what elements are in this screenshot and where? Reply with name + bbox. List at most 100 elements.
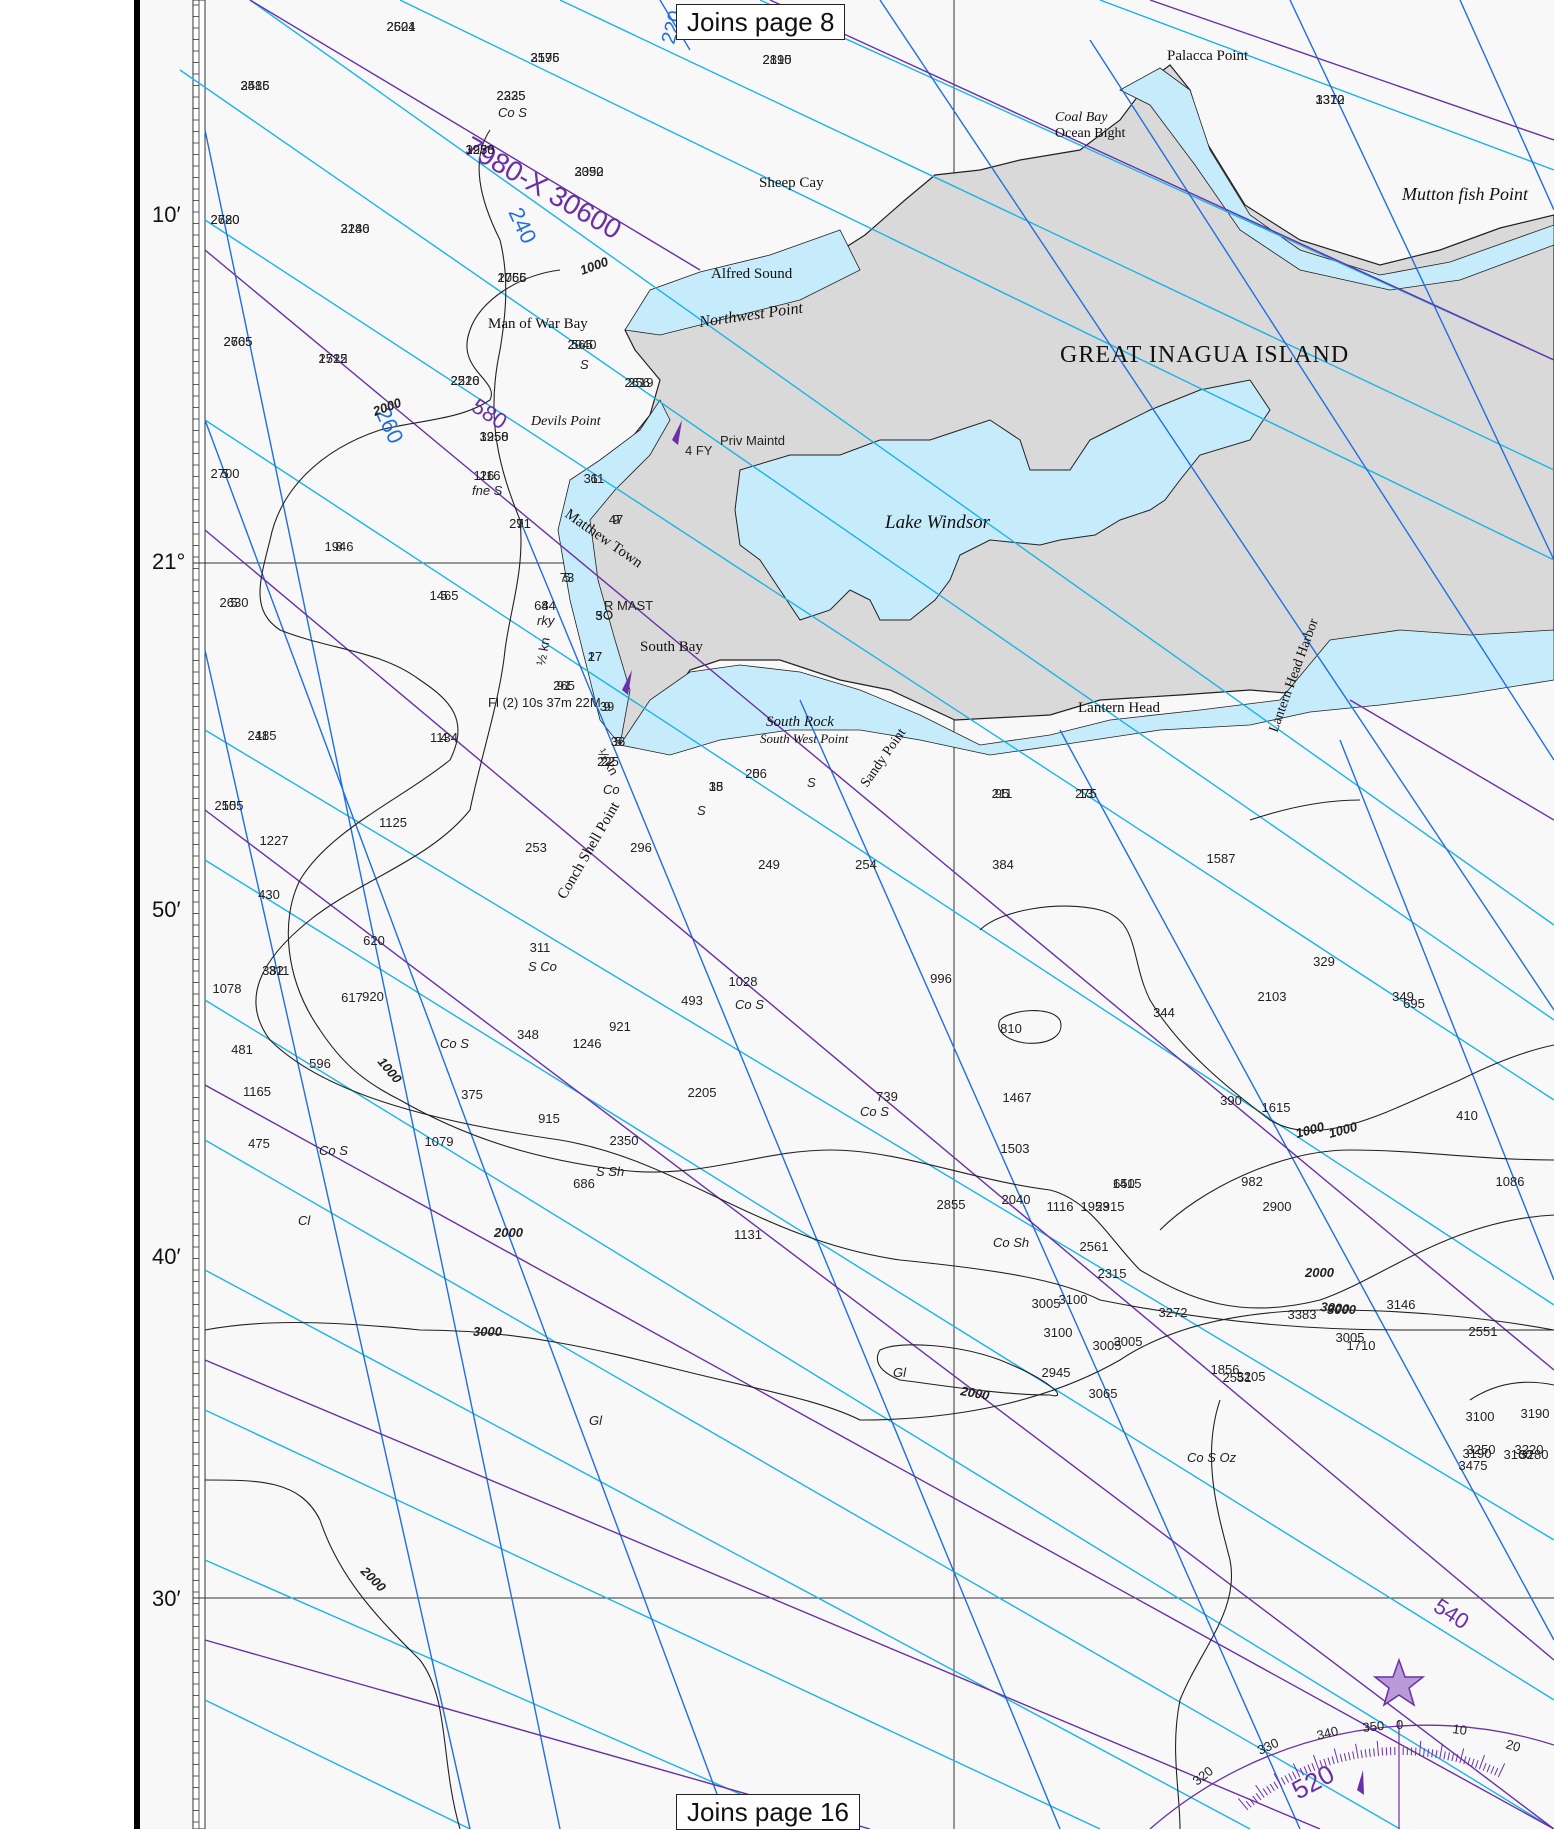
bottom-quality: Gl xyxy=(589,1413,603,1428)
depth-sounding: 1227 xyxy=(260,833,289,848)
place-name: Ocean Bight xyxy=(1055,126,1125,141)
depth-sounding: 596 xyxy=(309,1056,331,1071)
depth-sounding: 2900 xyxy=(1263,1199,1292,1214)
depth-sounding: 9 xyxy=(603,699,610,714)
depth-sounding: 2205 xyxy=(688,1085,717,1100)
bottom-quality: Co S xyxy=(319,1143,348,1158)
depth-sounding: 3100 xyxy=(1059,1292,1088,1307)
bottom-quality: S Sh xyxy=(596,1164,624,1179)
depth-sounding: 2103 xyxy=(1258,989,1287,1004)
bottom-quality: S xyxy=(697,803,706,818)
depth-sounding: 17 xyxy=(588,649,602,664)
bottom-quality: Co S xyxy=(735,997,764,1012)
depth-sounding: 3146 xyxy=(1387,1297,1416,1312)
latitude-label: 40′ xyxy=(152,1244,181,1269)
depth-sounding: 2315 xyxy=(1098,1266,1127,1281)
lake-label: Lake Windsor xyxy=(884,512,991,533)
depth-sounding: 2040 xyxy=(1002,1192,1031,1207)
bottom-quality: rky xyxy=(537,613,556,628)
depth-sounding: 493 xyxy=(681,993,703,1008)
depth-sounding: 10 xyxy=(222,798,236,813)
depth-sounding: 1079 xyxy=(425,1134,454,1149)
depth-sounding: 348 xyxy=(517,1027,539,1042)
compass-tick-label: 350 xyxy=(1362,1718,1385,1735)
depth-sounding: 1415 xyxy=(1113,1176,1142,1191)
depth-sounding: 5 xyxy=(595,608,602,623)
depth-sounding: 2350 xyxy=(610,1133,639,1148)
place-name: Man of War Bay xyxy=(488,316,588,332)
depth-sounding: 1131 xyxy=(734,1227,762,1242)
bottom-quality: fne S xyxy=(472,483,503,498)
depth-sounding: 3205 xyxy=(1237,1369,1266,1384)
depth-sounding: 1125 xyxy=(379,815,407,830)
depth-sounding: 410 xyxy=(1456,1108,1478,1123)
depth-sounding: 810 xyxy=(1000,1021,1022,1036)
depth-sounding: 2945 xyxy=(1042,1365,1071,1380)
depth-sounding: 5 xyxy=(752,766,759,781)
depth-sounding: 5 xyxy=(563,570,570,585)
depth-sounding: 2055 xyxy=(498,270,527,285)
depth-sounding: 4 xyxy=(541,598,548,613)
island-title: GREAT INAGUA ISLAND xyxy=(1060,342,1349,368)
bottom-quality: Cl xyxy=(298,1213,311,1228)
depth-sounding: 3272 xyxy=(1159,1305,1188,1320)
depth-sounding: 3310 xyxy=(1316,92,1345,107)
depth-sounding: 3005 xyxy=(1336,1330,1365,1345)
depth-sounding: 1615 xyxy=(1262,1100,1291,1115)
depth-sounding: 1116 xyxy=(1047,1199,1074,1214)
depth-sounding: 249 xyxy=(758,857,780,872)
depth-sounding: 2720 xyxy=(211,212,240,227)
compass-tick-label: 0 xyxy=(1396,1717,1403,1732)
depth-sounding: 739 xyxy=(876,1089,898,1104)
depth-sounding: 2619 xyxy=(625,375,654,390)
depth-sounding: 382 xyxy=(262,963,284,978)
place-name: Sheep Cay xyxy=(759,175,824,191)
depth-sounding: 430 xyxy=(258,887,280,902)
depth-sounding: 3190 xyxy=(1521,1406,1550,1421)
compass-tick-label: 10 xyxy=(1452,1721,1468,1738)
depth-sounding: 2040 xyxy=(568,337,597,352)
place-name: South West Point xyxy=(760,731,849,746)
place-name: Alfred Sound xyxy=(711,266,793,282)
contour-label: 3000 xyxy=(1327,1302,1357,1317)
depth-sounding: 3596 xyxy=(531,50,560,65)
depth-sounding: 9 xyxy=(612,512,619,527)
depth-sounding: 4 xyxy=(440,730,447,745)
depth-sounding: 920 xyxy=(362,989,384,1004)
place-name: Mutton fish Point xyxy=(1401,184,1529,204)
bottom-quality: Co S Oz xyxy=(1187,1450,1237,1465)
bottom-quality: Co S xyxy=(440,1036,469,1051)
place-name: South Bay xyxy=(640,639,703,655)
depth-sounding: 2915 xyxy=(1096,1199,1125,1214)
depth-sounding: 2855 xyxy=(937,1197,966,1212)
chart-annotation: 4 FY xyxy=(685,443,713,458)
depth-sounding: 18 xyxy=(709,779,723,794)
depth-sounding: 3100 xyxy=(1466,1409,1495,1424)
place-name: Lantern Head xyxy=(1078,700,1161,716)
depth-sounding: 686 xyxy=(573,1176,595,1191)
depth-sounding: 481 xyxy=(231,1042,253,1057)
depth-sounding: 11 xyxy=(255,728,269,743)
depth-sounding: 3486 xyxy=(241,78,270,93)
joins-top-label: Joins page 8 xyxy=(676,4,845,40)
bottom-quality: S xyxy=(807,775,816,790)
contour-label: 2000 xyxy=(1304,1265,1335,1280)
latitude-label: 30′ xyxy=(152,1586,181,1611)
depth-sounding: 7 xyxy=(516,516,523,531)
depth-sounding: 3250 xyxy=(1467,1442,1496,1457)
bottom-quality: Co xyxy=(603,782,620,797)
depth-sounding: 1467 xyxy=(1003,1090,1032,1105)
depth-sounding: 1165 xyxy=(243,1084,271,1099)
depth-sounding: 2705 xyxy=(224,334,253,349)
depth-sounding: 8 xyxy=(335,539,342,554)
depth-sounding: 2561 xyxy=(1080,1239,1109,1254)
depth-sounding: 921 xyxy=(609,1019,631,1034)
depth-sounding: 13 xyxy=(1079,786,1093,801)
depth-sounding: 3475 xyxy=(1459,1458,1488,1473)
depth-sounding: 296 xyxy=(630,840,652,855)
depth-sounding: 2235 xyxy=(497,88,526,103)
depth-sounding: 5 xyxy=(221,466,228,481)
depth-sounding: 3140 xyxy=(341,221,370,236)
depth-sounding: 617 xyxy=(341,990,363,1005)
